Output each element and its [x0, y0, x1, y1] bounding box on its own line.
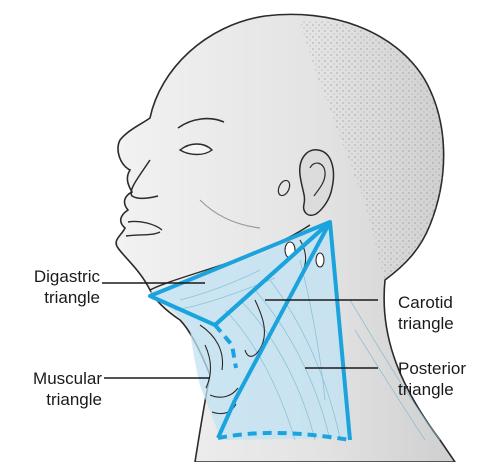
posterior-triangle-label: Posterior triangle [398, 358, 488, 400]
carotid-label-line2: triangle [398, 313, 488, 334]
carotid-triangle-label: Carotid triangle [398, 292, 488, 334]
posterior-label-line2: triangle [398, 379, 488, 400]
muscular-label-line1: Muscular [6, 368, 102, 389]
digastric-triangle-label: Digastric triangle [10, 266, 100, 308]
posterior-label-line1: Posterior [398, 358, 488, 379]
muscular-triangle-label: Muscular triangle [6, 368, 102, 410]
muscular-label-line2: triangle [6, 389, 102, 410]
digastric-label-line1: Digastric [10, 266, 100, 287]
digastric-label-line2: triangle [10, 287, 100, 308]
carotid-label-line1: Carotid [398, 292, 488, 313]
